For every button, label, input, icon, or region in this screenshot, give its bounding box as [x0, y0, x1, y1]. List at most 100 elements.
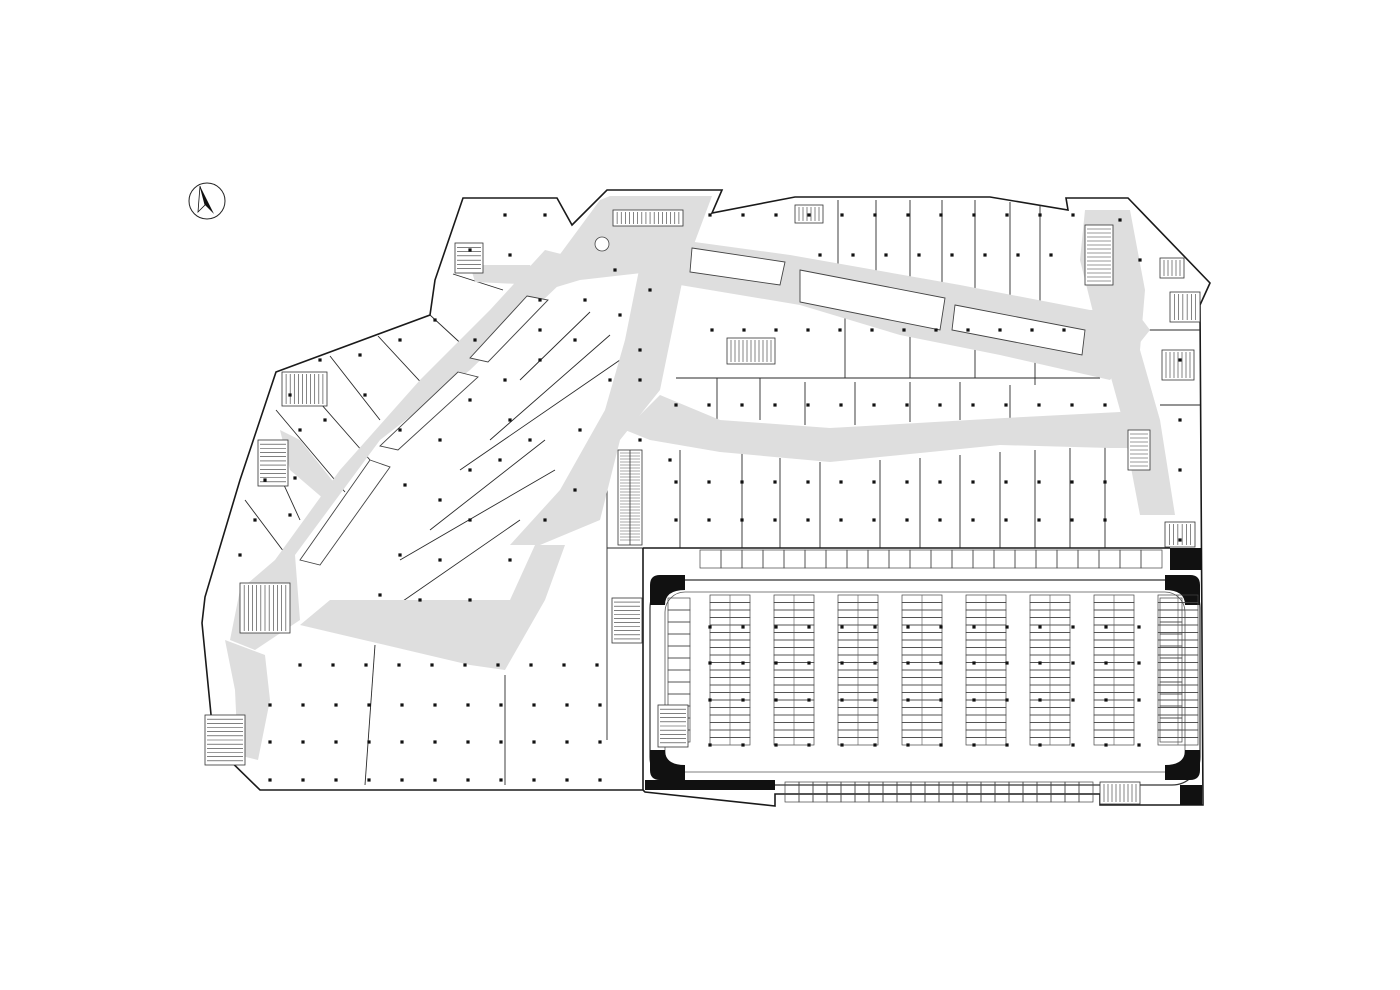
- column: [1137, 698, 1141, 702]
- column: [840, 625, 844, 629]
- column: [438, 438, 442, 442]
- column: [298, 663, 302, 667]
- column: [839, 403, 843, 407]
- column: [1005, 743, 1009, 747]
- column: [400, 740, 404, 744]
- column: [529, 663, 533, 667]
- column: [367, 778, 371, 782]
- column: [1037, 403, 1041, 407]
- stair-core: [1169, 291, 1201, 323]
- column: [710, 328, 714, 332]
- column: [1071, 213, 1075, 217]
- column: [840, 213, 844, 217]
- column: [578, 428, 582, 432]
- column: [773, 518, 777, 522]
- column: [433, 318, 437, 322]
- column: [496, 663, 500, 667]
- column: [1038, 698, 1042, 702]
- column: [532, 778, 536, 782]
- column: [1178, 468, 1182, 472]
- column: [418, 598, 422, 602]
- column: [971, 518, 975, 522]
- column: [1038, 661, 1042, 665]
- column: [872, 403, 876, 407]
- column: [741, 213, 745, 217]
- column: [902, 328, 906, 332]
- column: [1137, 743, 1141, 747]
- column: [1004, 518, 1008, 522]
- column: [438, 498, 442, 502]
- column: [972, 661, 976, 665]
- escalator-icon: [617, 449, 643, 546]
- column: [773, 480, 777, 484]
- stair-core: [612, 209, 684, 227]
- column: [674, 403, 678, 407]
- column: [638, 348, 642, 352]
- column: [807, 661, 811, 665]
- column: [905, 518, 909, 522]
- column: [708, 698, 712, 702]
- column: [818, 253, 822, 257]
- column: [971, 403, 975, 407]
- column: [998, 328, 1002, 332]
- column: [583, 298, 587, 302]
- column: [1137, 661, 1141, 665]
- column: [499, 740, 503, 744]
- column: [1038, 743, 1042, 747]
- column: [468, 248, 472, 252]
- column: [906, 698, 910, 702]
- column: [807, 743, 811, 747]
- column: [807, 698, 811, 702]
- column: [668, 458, 672, 462]
- column: [674, 480, 678, 484]
- column: [334, 740, 338, 744]
- column: [573, 488, 577, 492]
- column: [1070, 480, 1074, 484]
- column: [1071, 625, 1075, 629]
- stair-core: [1127, 429, 1151, 471]
- column: [638, 378, 642, 382]
- column: [499, 703, 503, 707]
- column: [301, 778, 305, 782]
- column: [1104, 625, 1108, 629]
- column: [1005, 625, 1009, 629]
- column: [397, 663, 401, 667]
- stair-core: [657, 704, 689, 748]
- column: [398, 428, 402, 432]
- column: [708, 213, 712, 217]
- column: [972, 698, 976, 702]
- column: [1038, 625, 1042, 629]
- column: [543, 518, 547, 522]
- column: [318, 358, 322, 362]
- column: [741, 661, 745, 665]
- column: [532, 740, 536, 744]
- column: [774, 661, 778, 665]
- column: [253, 518, 257, 522]
- column: [840, 743, 844, 747]
- stair-core: [726, 337, 776, 365]
- column: [906, 743, 910, 747]
- column: [595, 663, 599, 667]
- column: [1004, 480, 1008, 484]
- column: [293, 476, 297, 480]
- column: [740, 480, 744, 484]
- column: [1104, 743, 1108, 747]
- column: [939, 661, 943, 665]
- column: [466, 778, 470, 782]
- column: [565, 778, 569, 782]
- column: [334, 778, 338, 782]
- column: [839, 480, 843, 484]
- column: [468, 518, 472, 522]
- column: [939, 698, 943, 702]
- column: [1118, 218, 1122, 222]
- column: [268, 740, 272, 744]
- column: [466, 740, 470, 744]
- column: [367, 740, 371, 744]
- stair-core: [257, 439, 289, 487]
- column: [1071, 661, 1075, 665]
- column: [906, 661, 910, 665]
- column: [367, 703, 371, 707]
- column: [430, 663, 434, 667]
- stair-core: [1161, 349, 1195, 381]
- column: [1103, 403, 1107, 407]
